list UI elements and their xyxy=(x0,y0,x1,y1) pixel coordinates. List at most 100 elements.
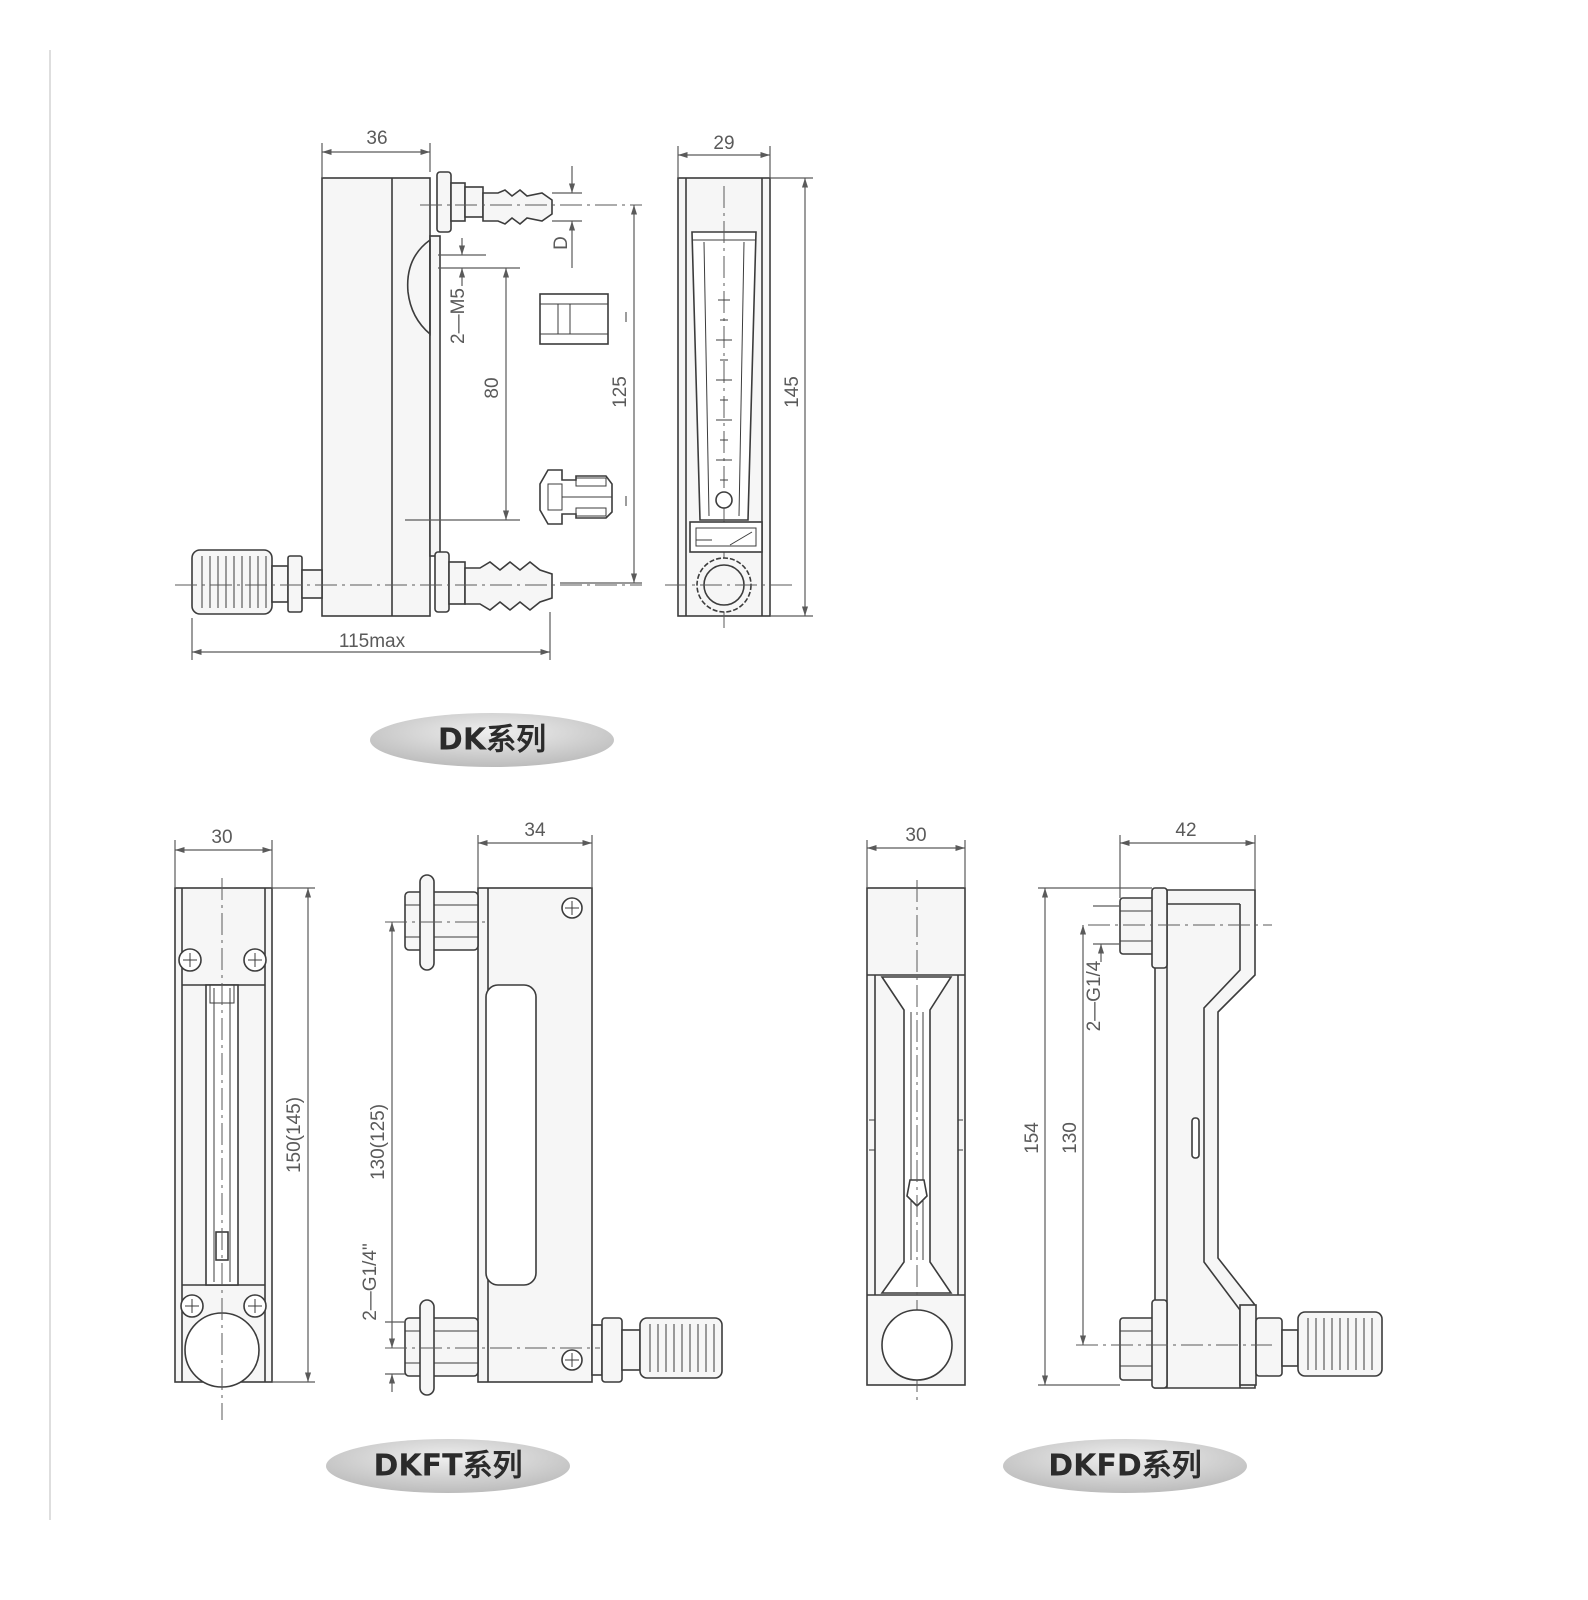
dkft-bottom-fitting-hex-lines xyxy=(405,1330,478,1364)
dk-front-valve-seat xyxy=(696,531,753,546)
dkfd-series-label-pill xyxy=(1003,1439,1247,1493)
dkft-center-dimension: 130(125) xyxy=(368,922,396,1348)
dk-height-dim-label: 145 xyxy=(782,376,803,408)
dk-bottom-nut xyxy=(448,561,466,605)
dk-top-collar xyxy=(464,186,484,218)
dkfd-valve-knob-knurling xyxy=(1307,1318,1373,1370)
dk-bottom-outlet-fitting xyxy=(434,551,553,613)
dk-barb-dimension: D xyxy=(551,166,582,268)
dkft-center-dim-label: 130(125) xyxy=(368,1104,389,1180)
dk-body xyxy=(321,177,431,617)
dkft-needle-valve xyxy=(591,1317,723,1383)
dk-front-tube-inner-walls xyxy=(703,241,745,517)
dkfd-center-dim-label: 130 xyxy=(1060,1122,1081,1154)
dkft-series-label-pill xyxy=(326,1439,570,1493)
dkfd-front-side-marks xyxy=(869,1119,963,1151)
dk-front-width-dim-label: 29 xyxy=(713,133,734,154)
dkfd-front-tube-inner-walls xyxy=(910,1012,924,1260)
dk-front-view: 29 145 xyxy=(665,133,813,632)
dk-male-fitting-hatch-top xyxy=(575,477,607,487)
dk-side-view: D 2—M5 80 xyxy=(175,128,642,660)
dk-tube-clamp xyxy=(406,238,431,336)
dkfd-height-dim-label: 154 xyxy=(1022,1122,1043,1154)
dkft-valve-knob xyxy=(639,1317,723,1379)
dkft-height-dimension: 150(145) xyxy=(272,887,315,1383)
dkfd-side-bracket-outer xyxy=(1154,889,1256,1389)
dk-bottom-hose-barb xyxy=(464,560,553,612)
dk-connection-dim-label: 125 xyxy=(610,376,631,408)
dkft-thread-dimension: 2—G1/4" xyxy=(360,1243,405,1392)
dk-thread-dimension: 2—M5 xyxy=(438,238,520,344)
dk-top-nut xyxy=(450,182,466,222)
dkft-series-label: DKFT系列 xyxy=(326,1439,570,1493)
dk-bottom-flange xyxy=(434,551,450,613)
dkft-front-view: 30 150(145) xyxy=(174,827,315,1420)
screw-cross xyxy=(248,953,262,967)
dk-series-label-text: DK系列 xyxy=(438,723,546,758)
dkfd-needle-valve xyxy=(1239,1304,1383,1386)
dkfd-front-valve-knob xyxy=(881,1309,953,1381)
dk-male-fitting-hatch-bottom xyxy=(575,507,607,517)
dk-valve-knob xyxy=(191,549,273,615)
dkfd-side-width-dim-label: 42 xyxy=(1175,820,1196,841)
dk-male-fitting-detail xyxy=(539,469,613,525)
dkfd-side-view: 154 130 2—G1/4 42 xyxy=(1022,820,1383,1389)
dk-front-width-dimension: 29 xyxy=(677,133,771,178)
dk-valve-bonnet xyxy=(301,569,323,599)
dkft-top-fitting-hex-lines xyxy=(405,904,478,938)
screw-cross xyxy=(248,1299,262,1313)
dk-top-hose-barb xyxy=(482,188,553,226)
dkft-thread-dim-label: 2—G1/4" xyxy=(360,1243,381,1321)
dk-series-label-pill xyxy=(370,713,614,767)
dk-barb-dim-label: D xyxy=(551,236,572,250)
dkft-front-width-dim-label: 30 xyxy=(211,827,232,848)
dkft-front-tube-inner-walls xyxy=(213,988,231,1282)
dkft-side-view: 130(125) 2—G1/4" 34 xyxy=(360,820,723,1396)
dk-connection-dimension: 125 xyxy=(560,205,642,584)
dkfd-thread-dim-label: 2—G1/4 xyxy=(1084,960,1105,1031)
dkfd-height-dimension: 154 xyxy=(1022,887,1152,1386)
dkfd-front-width-dimension: 30 xyxy=(866,825,966,888)
dk-length-dim-label: 115max xyxy=(339,631,406,652)
dk-valve-knob-knurling xyxy=(201,556,267,608)
dkft-side-screw-bottom xyxy=(561,1349,583,1371)
dk-front-float xyxy=(715,491,733,509)
dkfd-bottom-outlet-fitting xyxy=(1119,1299,1168,1389)
dk-female-fitting-body xyxy=(539,293,609,345)
dkft-top-fitting-nut xyxy=(404,891,479,951)
dk-needle-valve xyxy=(191,549,323,615)
dk-front-valve-window xyxy=(689,521,763,553)
dk-height-dimension: 145 xyxy=(770,177,813,617)
dkft-side-window xyxy=(485,984,537,1286)
dk-front-valve-window-inner xyxy=(695,527,757,547)
dkft-valve-nut xyxy=(601,1317,623,1383)
dk-valve-stem xyxy=(271,565,289,603)
screw-cross xyxy=(183,953,197,967)
dk-center-dimension: 80 xyxy=(405,268,520,521)
dkft-valve-bonnet xyxy=(591,1324,603,1376)
dk-valve-nut xyxy=(287,555,303,613)
dkfd-front-float xyxy=(906,1179,928,1208)
dkfd-top-fitting-flange xyxy=(1151,887,1168,969)
dkft-series-label-text: DKFT系列 xyxy=(373,1449,522,1484)
dkft-front-screw-top-right xyxy=(243,948,267,972)
dkft-front-screw-bottom-left xyxy=(180,1294,204,1318)
dk-female-fitting-bore xyxy=(557,303,609,335)
dkfd-side-slot xyxy=(1191,1117,1200,1159)
dk-thread-dim-label: 2—M5 xyxy=(448,288,469,344)
dkfd-side-width-dimension: 42 xyxy=(1119,820,1256,898)
screw-cross xyxy=(565,1353,579,1367)
dk-length-dimension: 115max xyxy=(191,612,551,660)
dkfd-valve-nut xyxy=(1255,1317,1283,1377)
dkfd-thread-dimension: 2—G1/4 xyxy=(1084,905,1120,1031)
dk-female-fitting-detail xyxy=(539,293,609,345)
dk-center-dim-label: 80 xyxy=(482,377,503,398)
dk-side-bracket xyxy=(429,235,441,557)
dkfd-series-label-text: DKFD系列 xyxy=(1048,1449,1202,1484)
dkft-front-screw-bottom-right xyxy=(243,1294,267,1318)
dkfd-front-view: 30 xyxy=(866,825,966,1400)
dkfd-center-dimension: 130 xyxy=(1060,925,1087,1345)
dkft-front-screw-top-left xyxy=(178,948,202,972)
dkft-side-width-dim-label: 34 xyxy=(524,820,546,841)
dk-series-label: DK系列 xyxy=(370,713,614,767)
